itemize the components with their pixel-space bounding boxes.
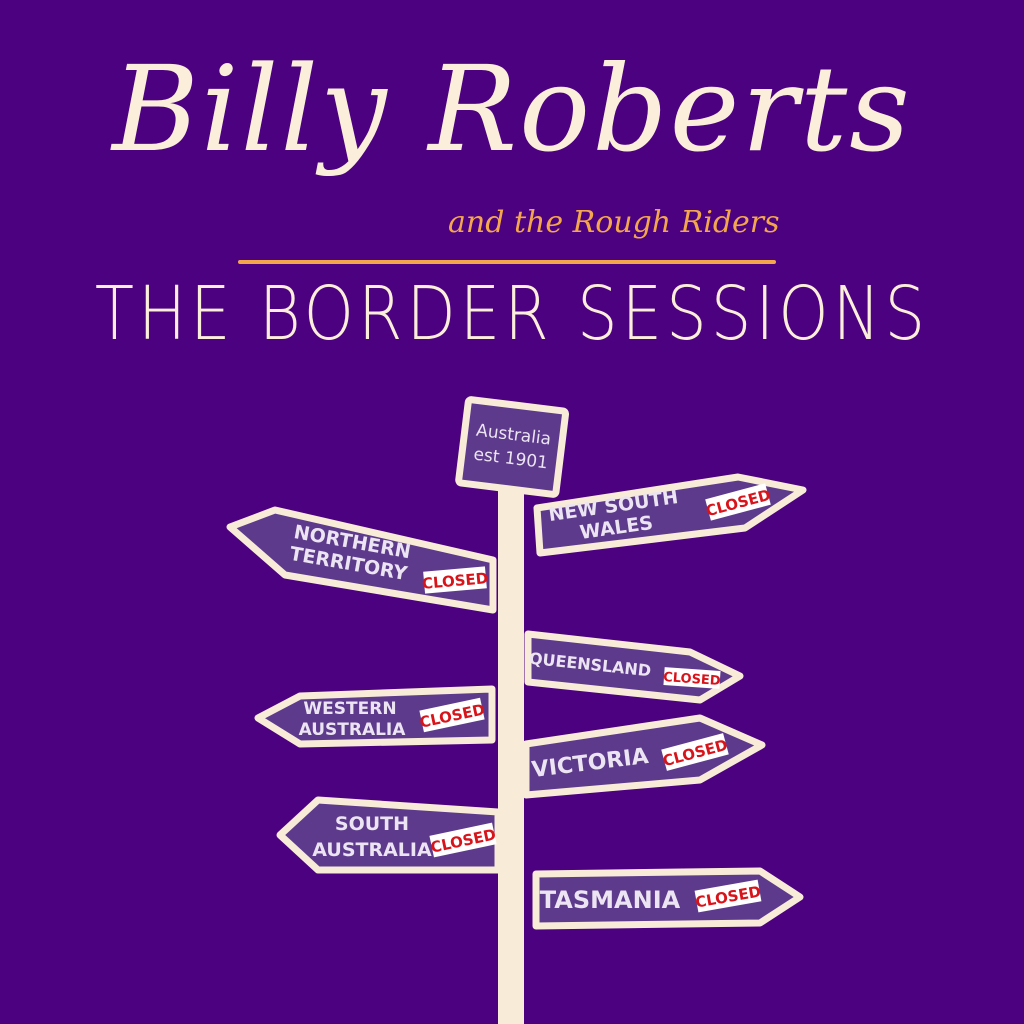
sign-label: AUSTRALIA <box>312 839 432 861</box>
band-name: and the Rough Riders <box>448 205 780 240</box>
sign-australia: Australia est 1901 <box>455 396 570 498</box>
closed-sticker: CLOSED <box>421 566 489 594</box>
svg-text:CLOSED: CLOSED <box>421 569 489 593</box>
sign-victoria: VICTORIA CLOSED <box>522 714 766 799</box>
sign-label: TASMANIA <box>540 886 681 914</box>
sign-tasmania: TASMANIA CLOSED <box>532 867 804 930</box>
sign-western-australia: WESTERN AUSTRALIA CLOSED <box>254 685 496 748</box>
sign-queensland: QUEENSLAND CLOSED <box>524 630 744 704</box>
album-title: THE BORDER SESSIONS <box>94 272 930 358</box>
sign-label: AUSTRALIA <box>299 720 407 740</box>
sign-label: SOUTH <box>335 813 409 835</box>
sign-label: WESTERN <box>303 699 396 719</box>
sign-south-australia: SOUTH AUSTRALIA CLOSED <box>276 796 502 874</box>
closed-sticker: CLOSED <box>663 667 722 689</box>
divider <box>238 260 776 264</box>
sign-new-south-wales: NEW SOUTH WALES CLOSED <box>533 473 807 557</box>
sign-northern-territory: NORTHERN TERRITORY CLOSED <box>226 506 497 614</box>
svg-text:CLOSED: CLOSED <box>663 670 722 689</box>
artist-name: Billy Roberts <box>112 40 912 178</box>
pole <box>498 480 524 1024</box>
